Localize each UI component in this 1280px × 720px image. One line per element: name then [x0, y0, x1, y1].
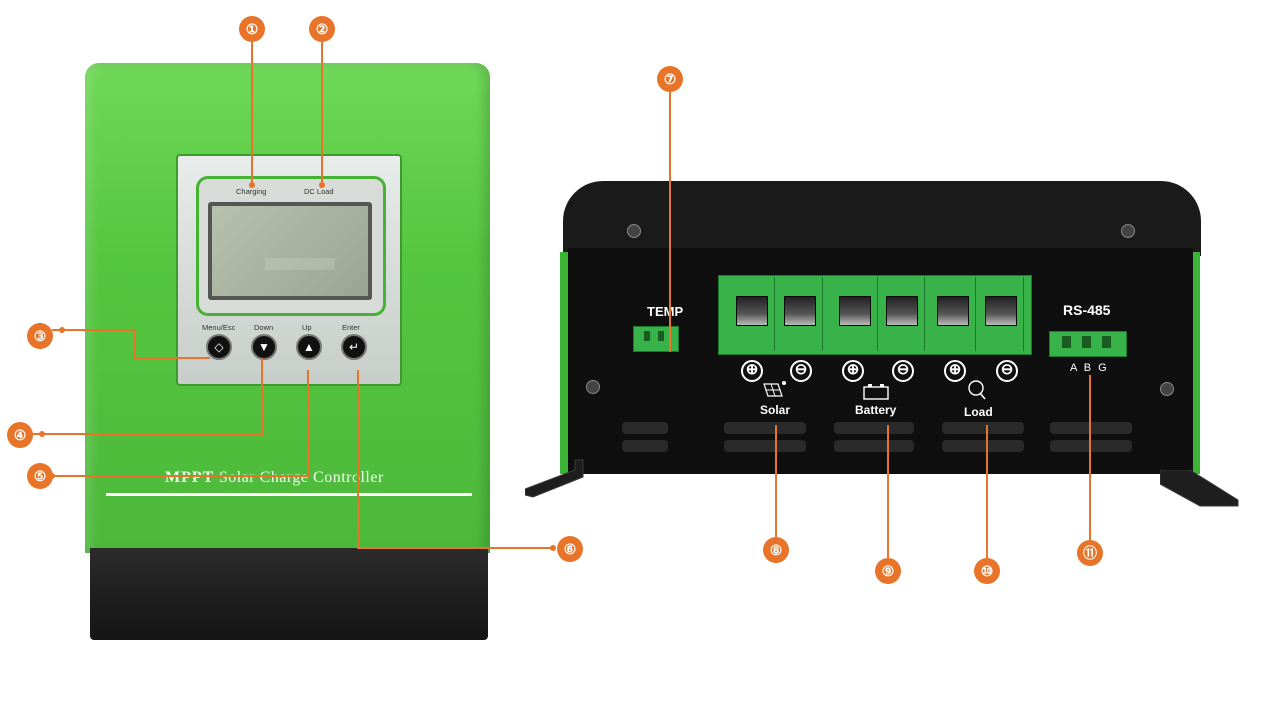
menu-esc-label: Menu/Esc — [202, 323, 236, 332]
lcd-display — [208, 202, 372, 300]
leader-line-6 — [357, 370, 553, 549]
leader-dot — [550, 545, 556, 551]
controller-front-base — [90, 548, 488, 640]
callout-badge-5: ⑤ — [27, 463, 53, 489]
battery-positive-terminal-housing — [831, 277, 878, 351]
solar-positive-terminal[interactable] — [736, 296, 768, 326]
power-terminal-block — [718, 275, 1032, 355]
screw — [586, 380, 600, 394]
solar-negative-terminal-housing — [776, 277, 823, 351]
vent-slot — [724, 422, 806, 434]
right-mounting-foot — [1160, 470, 1239, 507]
load-positive-terminal-housing — [929, 277, 976, 351]
callout-badge-3: ③ — [27, 323, 53, 349]
solar-positive-terminal-housing — [728, 277, 775, 351]
load-negative-sign: ⊖ — [996, 360, 1018, 382]
lcd-glare — [265, 258, 335, 270]
battery-negative-terminal-housing — [878, 277, 925, 351]
vent-slot — [834, 440, 914, 452]
battery-icon — [863, 384, 889, 400]
screw — [1121, 224, 1135, 238]
load-negative-terminal[interactable] — [985, 296, 1017, 326]
battery-positive-sign: ⊕ — [842, 360, 864, 382]
leader-dot — [59, 327, 65, 333]
battery-positive-terminal[interactable] — [839, 296, 871, 326]
solar-label: Solar — [760, 403, 791, 417]
leader-dot — [249, 182, 255, 188]
leader-dot — [39, 431, 45, 437]
load-positive-terminal[interactable] — [937, 296, 969, 326]
product-title: MPPT Solar Charge Controller — [165, 469, 384, 487]
leader-line-4 — [32, 358, 263, 435]
charging-indicator-label: Charging — [236, 187, 267, 196]
callout-badge-2: ② — [309, 16, 335, 42]
dc-load-indicator-label: DC Load — [304, 187, 334, 196]
leader-line-5 — [52, 370, 309, 477]
rs485-pin-labels: A B G — [1070, 362, 1109, 374]
callout-badge-8: ⑧ — [763, 537, 789, 563]
product-title-text: Solar Charge Controller — [218, 469, 384, 486]
menu-esc-button[interactable]: ◇ — [206, 334, 232, 360]
solar-panel-icon — [763, 381, 786, 397]
leader-dot — [319, 182, 325, 188]
product-title-brand: MPPT — [165, 469, 215, 486]
load-negative-terminal-housing — [977, 277, 1024, 351]
temp-port-pin — [644, 331, 650, 341]
rs485-pin — [1082, 336, 1091, 348]
vent-slot — [622, 440, 668, 452]
callout-badge-1: ① — [239, 16, 265, 42]
battery-label: Battery — [855, 403, 897, 417]
callout-badge-6: ⑥ — [557, 536, 583, 562]
screw — [1160, 382, 1174, 396]
callout-badge-7: ⑦ — [657, 66, 683, 92]
vent-slot — [942, 440, 1024, 452]
callout-badge-4: ④ — [7, 422, 33, 448]
battery-negative-sign: ⊖ — [892, 360, 914, 382]
down-button[interactable]: ▼ — [251, 334, 277, 360]
temp-port-pin — [658, 331, 664, 341]
down-label: Down — [254, 323, 274, 332]
screw — [627, 224, 641, 238]
vent-slot — [622, 422, 668, 434]
left-mounting-foot — [525, 459, 584, 498]
temp-label: TEMP — [647, 304, 684, 319]
up-label: Up — [302, 323, 312, 332]
enter-button[interactable]: ↵ — [341, 334, 367, 360]
callout-badge-10: ⑩ — [974, 558, 1000, 584]
solar-negative-terminal[interactable] — [784, 296, 816, 326]
battery-negative-terminal[interactable] — [886, 296, 918, 326]
callout-badge-11: ⑪ — [1077, 540, 1103, 566]
rs485-label: RS-485 — [1063, 302, 1111, 318]
up-button[interactable]: ▲ — [296, 334, 322, 360]
vent-slot — [724, 440, 806, 452]
vent-slot — [834, 422, 914, 434]
solar-negative-sign: ⊖ — [790, 360, 812, 382]
rs485-pin — [1062, 336, 1071, 348]
load-label: Load — [964, 405, 993, 419]
rs485-pin — [1102, 336, 1111, 348]
lightbulb-icon — [968, 380, 986, 400]
temp-sensor-port[interactable] — [633, 326, 679, 352]
enter-label: Enter — [342, 323, 360, 332]
load-positive-sign: ⊕ — [944, 360, 966, 382]
callout-badge-9: ⑨ — [875, 558, 901, 584]
leader-line-3 — [52, 329, 210, 359]
front-white-stripe — [106, 493, 472, 496]
vent-slot — [942, 422, 1024, 434]
solar-positive-sign: ⊕ — [741, 360, 763, 382]
